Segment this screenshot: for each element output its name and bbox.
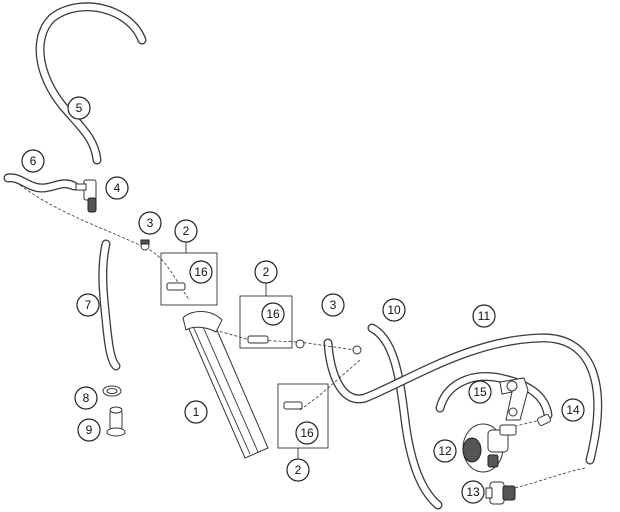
svg-text:5: 5 (76, 101, 83, 115)
connector-13 (485, 481, 516, 505)
svg-text:2: 2 (263, 265, 270, 279)
svg-text:2: 2 (295, 463, 302, 477)
svg-text:16: 16 (300, 426, 314, 440)
callout-15: 15 (468, 380, 492, 404)
part-2-box-bottom (277, 383, 329, 458)
callout-5: 5 (67, 96, 91, 120)
svg-text:9: 9 (86, 423, 93, 437)
hose-11 (323, 333, 603, 465)
callout-11: 11 (472, 304, 496, 328)
callout-14: 14 (561, 398, 585, 422)
module-1 (182, 311, 269, 459)
callout-10: 10 (382, 298, 406, 322)
svg-text:4: 4 (114, 181, 121, 195)
callout-16-bottom: 16 (295, 421, 319, 445)
svg-text:7: 7 (85, 298, 92, 312)
svg-text:3: 3 (330, 298, 337, 312)
wire-middle (214, 329, 356, 351)
svg-text:12: 12 (438, 444, 452, 458)
svg-text:10: 10 (387, 303, 401, 317)
fitting-9 (106, 406, 126, 437)
svg-text:2: 2 (183, 224, 190, 238)
clamp-3c (352, 345, 362, 355)
svg-text:1: 1 (193, 405, 200, 419)
callout-16-top: 16 (189, 260, 213, 284)
hose-10 (367, 323, 443, 510)
callout-16-middle: 16 (261, 302, 285, 326)
callout-4: 4 (105, 176, 129, 200)
wire-lower (299, 359, 361, 411)
callout-2-top: 2 (174, 219, 198, 243)
clamp-3b (295, 339, 305, 349)
svg-text:14: 14 (566, 403, 580, 417)
connector-4 (75, 179, 97, 213)
clamp-8 (102, 385, 122, 397)
callout-3-right: 3 (321, 293, 345, 317)
callout-7: 7 (76, 293, 100, 317)
svg-text:3: 3 (147, 216, 154, 230)
part-2-box-top (160, 242, 218, 306)
clamp-3a (140, 239, 150, 251)
callout-13: 13 (461, 480, 485, 504)
callout-8: 8 (74, 386, 98, 410)
callout-1: 1 (184, 400, 208, 424)
svg-text:8: 8 (83, 391, 90, 405)
bracket-15 (499, 377, 529, 421)
callout-6: 6 (21, 149, 45, 173)
hose-6 (3, 173, 79, 193)
pump-12 (462, 423, 517, 473)
hose-5 (35, 2, 147, 165)
svg-text:16: 16 (194, 265, 208, 279)
callout-9: 9 (77, 418, 101, 442)
wire-pump (514, 467, 586, 489)
callout-12: 12 (433, 439, 457, 463)
callout-2-bottom: 2 (286, 458, 310, 482)
callout-2-middle: 2 (254, 260, 278, 284)
part-2-box-middle (239, 283, 293, 349)
svg-text:6: 6 (30, 154, 37, 168)
svg-text:11: 11 (478, 309, 491, 323)
svg-text:16: 16 (266, 307, 280, 321)
callout-3-left: 3 (138, 211, 162, 235)
svg-text:13: 13 (466, 485, 480, 499)
hose-15 (435, 372, 553, 420)
svg-text:15: 15 (473, 385, 487, 399)
hose-7 (98, 239, 121, 371)
fitting-14 (537, 413, 551, 427)
